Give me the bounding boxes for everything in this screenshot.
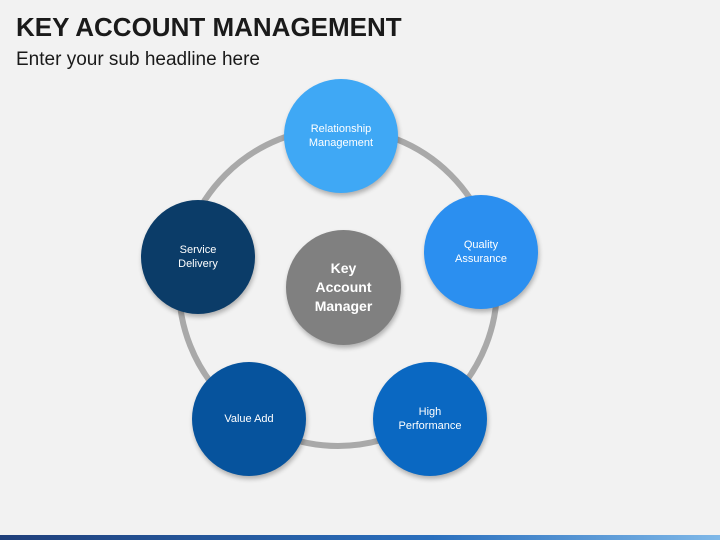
node-relationship-management: Relationship Management bbox=[284, 79, 398, 193]
node-label: Value Add bbox=[224, 413, 274, 425]
node-value-add: Value Add bbox=[192, 362, 306, 476]
bottom-accent-bar bbox=[0, 535, 720, 540]
page-title: KEY ACCOUNT MANAGEMENT bbox=[16, 12, 402, 42]
node-service-delivery: Service Delivery bbox=[141, 200, 255, 314]
page-subtitle: Enter your sub headline here bbox=[16, 49, 260, 70]
center-label: Key Account Manager bbox=[314, 260, 373, 314]
node-label: High Performance bbox=[398, 406, 462, 432]
node-label: Relationship Management bbox=[308, 123, 374, 149]
node-label: Service Delivery bbox=[178, 244, 218, 270]
node-high-performance: High Performance bbox=[373, 362, 487, 476]
center-node-key-account-manager: Key Account Manager bbox=[286, 230, 401, 345]
node-quality-assurance: Quality Assurance bbox=[424, 195, 538, 309]
node-label: Quality Assurance bbox=[455, 239, 507, 265]
